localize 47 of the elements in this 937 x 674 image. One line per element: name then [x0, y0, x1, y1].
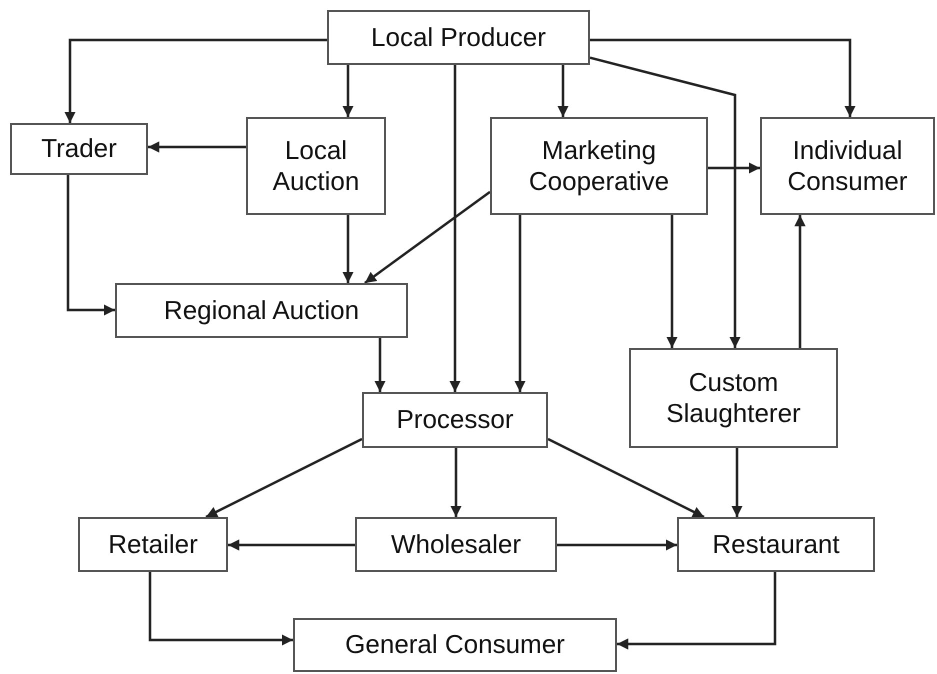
arrow — [342, 65, 354, 117]
arrow — [342, 215, 354, 283]
arrow — [794, 215, 806, 348]
process-box — [677, 517, 875, 572]
arrow — [590, 38, 856, 117]
arrow — [228, 539, 355, 551]
node-label: Restaurant — [712, 528, 840, 560]
node-label: Custom Slaughterer — [665, 366, 802, 430]
node-label: Marketing Cooperative — [528, 134, 670, 198]
node-label: Retailer — [108, 528, 198, 560]
arrow — [617, 572, 776, 650]
arrow — [66, 175, 115, 316]
arrow — [590, 56, 741, 348]
process-box — [293, 618, 617, 672]
node-label: Individual Consumer — [786, 134, 908, 198]
node-label: Local Auction — [272, 134, 360, 198]
arrow — [547, 438, 705, 518]
arrow — [666, 215, 678, 348]
process-box — [10, 123, 148, 175]
process-box — [78, 517, 228, 572]
node-label: Processor — [396, 404, 514, 436]
process-box — [362, 392, 548, 448]
arrow — [731, 448, 743, 517]
node-label: Wholesaler — [390, 528, 522, 560]
process-box — [115, 283, 408, 338]
process-box — [760, 117, 935, 215]
arrow — [364, 190, 491, 284]
arrow — [708, 162, 760, 174]
arrow — [374, 338, 386, 392]
process-box — [246, 117, 386, 215]
arrow — [514, 215, 526, 392]
arrow — [64, 38, 327, 123]
node-label: General Consumer — [345, 629, 565, 661]
arrow — [148, 141, 246, 153]
node-label: Trader — [41, 133, 117, 165]
arrow — [148, 572, 293, 646]
process-box — [355, 517, 557, 572]
process-box — [629, 348, 838, 448]
arrow — [205, 438, 363, 518]
process-box — [327, 10, 590, 65]
arrow — [557, 539, 677, 551]
arrow — [450, 448, 462, 517]
node-label: Local Producer — [371, 22, 546, 54]
process-box — [490, 117, 708, 215]
arrow — [557, 65, 569, 117]
arrow — [449, 65, 461, 392]
node-label: Regional Auction — [164, 294, 360, 326]
